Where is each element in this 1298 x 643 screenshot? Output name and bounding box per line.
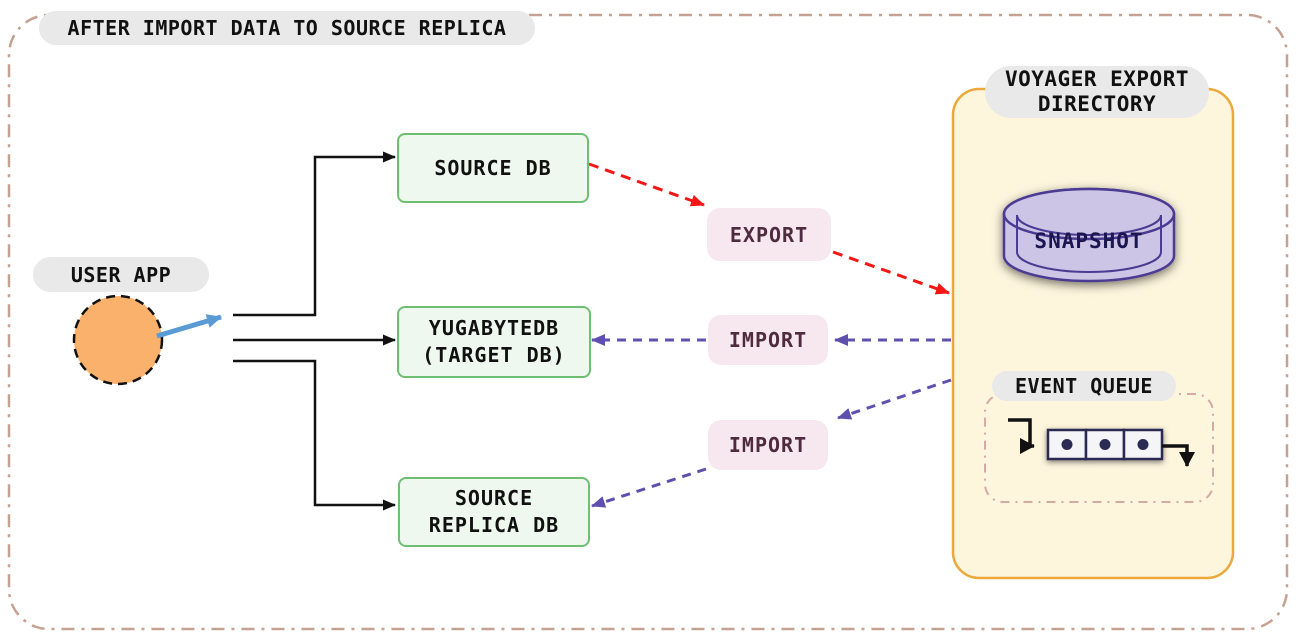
user-app-label: USER APP: [33, 257, 209, 292]
queue-out-arrow: [1162, 444, 1195, 467]
import-step-replica: IMPORT: [708, 420, 828, 470]
source-db-label: SOURCE DB: [434, 155, 552, 180]
branch-to-source-db: [233, 151, 396, 317]
source-replica-db-label-line1: SOURCE: [454, 486, 534, 510]
arrow-source-db-to-export: [588, 162, 705, 207]
arrow-export-to-voyager: [832, 250, 950, 295]
branch-to-source-replica-db: [233, 359, 396, 511]
target-db-label-line2: (TARGET DB): [422, 343, 566, 367]
source-replica-db-node: SOURCE REPLICA DB: [398, 477, 590, 547]
snapshot-cylinder-icon: [1002, 187, 1176, 283]
queue-in-arrow: [1008, 418, 1035, 454]
diagram-title: AFTER IMPORT DATA TO SOURCE REPLICA: [39, 11, 535, 45]
target-db-label-line1: YUGABYTEDB: [428, 316, 560, 340]
target-db-node: YUGABYTEDB (TARGET DB): [397, 306, 591, 378]
event-queue-icon: [1008, 418, 1195, 467]
voyager-directory-label-line2: DIRECTORY: [1037, 92, 1157, 116]
voyager-export-directory-panel: [951, 87, 1235, 580]
snapshot-label: SNAPSHOT: [1034, 229, 1144, 253]
arrow-voyager-to-import-replica: [837, 378, 952, 420]
voyager-directory-label-line1: VOYAGER EXPORT: [1004, 67, 1189, 91]
event-queue-label: EVENT QUEUE: [992, 371, 1176, 401]
voyager-directory-label: VOYAGER EXPORT DIRECTORY: [985, 66, 1209, 118]
export-step: EXPORT: [707, 208, 831, 261]
source-db-node: SOURCE DB: [397, 133, 589, 203]
user-app-arrow: [156, 314, 222, 339]
import-step-target: IMPORT: [708, 315, 828, 365]
user-app-circle: [72, 294, 164, 386]
arrow-import-to-source-replica-db: [591, 467, 707, 508]
source-replica-db-label-line2: REPLICA DB: [428, 513, 560, 537]
